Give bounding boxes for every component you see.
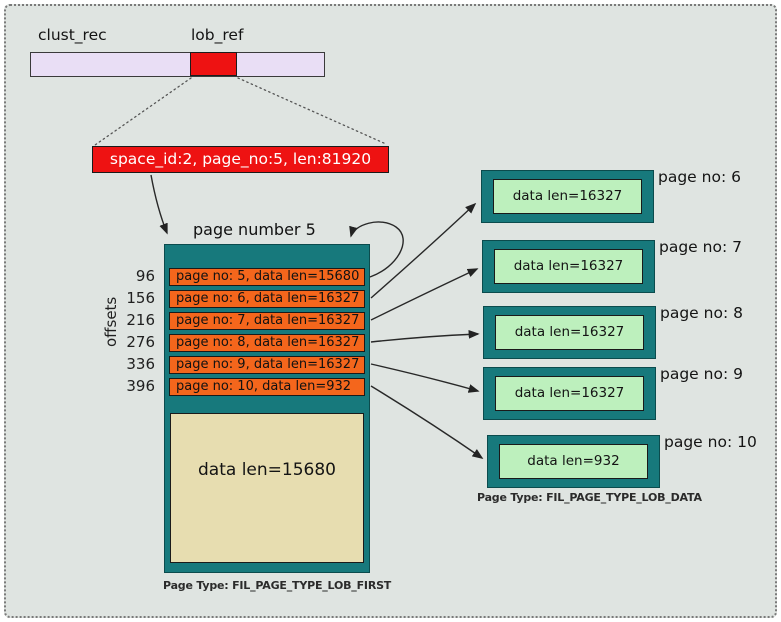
lob-data-page-box: data len=932 (487, 435, 660, 488)
offset-tick: 396 (126, 377, 155, 395)
lob-data-page-box: data len=16327 (482, 240, 655, 293)
page-type-caption-data: Page Type: FIL_PAGE_TYPE_LOB_DATA (477, 491, 702, 504)
offset-tick: 156 (126, 289, 155, 307)
offset-tick: 216 (126, 311, 155, 329)
offset-tick: 96 (135, 267, 155, 285)
page-type-caption-first: Page Type: FIL_PAGE_TYPE_LOB_FIRST (163, 579, 392, 592)
page-no-label: page no: 9 (660, 365, 743, 383)
clust-rec-label: clust_rec (38, 26, 107, 44)
lob-data-inner-box: data len=16327 (495, 315, 644, 350)
lob-ref-detail-box: space_id:2, page_no:5, len:81920 (92, 146, 389, 173)
lob-ref-label: lob_ref (191, 26, 244, 44)
lob-data-page-group: data len=16327 page no: 8 (483, 304, 773, 359)
lob-ref-segment (190, 52, 237, 76)
lob-data-inner-box: data len=932 (499, 444, 648, 479)
index-entry-row: page no: 5, data len=15680 (169, 268, 365, 286)
lob-data-inner-box: data len=16327 (494, 249, 643, 284)
lob-first-page-box: page no: 5, data len=15680 page no: 6, d… (164, 244, 370, 573)
index-entry-row: page no: 10, data len=932 (169, 378, 365, 396)
index-entry-row: page no: 9, data len=16327 (169, 356, 365, 374)
index-entry-row: page no: 6, data len=16327 (169, 290, 365, 308)
page-no-label: page no: 8 (660, 304, 743, 322)
page-no-label: page no: 7 (659, 238, 742, 256)
lob-data-inner-box: data len=16327 (495, 376, 644, 411)
data-area-box: data len=15680 (170, 413, 364, 563)
index-entry-row: page no: 8, data len=16327 (169, 334, 365, 352)
lob-data-inner-box: data len=16327 (493, 179, 642, 214)
lob-data-page-group: data len=932 page no: 10 (487, 433, 777, 488)
page-no-label: page no: 10 (664, 433, 757, 451)
clust-rec-bar (30, 52, 325, 77)
lob-data-page-group: data len=16327 page no: 9 (483, 365, 773, 420)
offset-tick: 276 (126, 333, 155, 351)
lob-data-page-group: data len=16327 page no: 6 (481, 168, 771, 223)
lob-data-page-box: data len=16327 (483, 367, 656, 420)
page-no-label: page no: 6 (658, 168, 741, 186)
lob-data-page-group: data len=16327 page no: 7 (482, 238, 772, 293)
lob-data-page-box: data len=16327 (481, 170, 654, 223)
lob-data-page-box: data len=16327 (483, 306, 656, 359)
offset-tick: 336 (126, 355, 155, 373)
index-entry-row: page no: 7, data len=16327 (169, 312, 365, 330)
page5-title: page number 5 (193, 220, 316, 239)
